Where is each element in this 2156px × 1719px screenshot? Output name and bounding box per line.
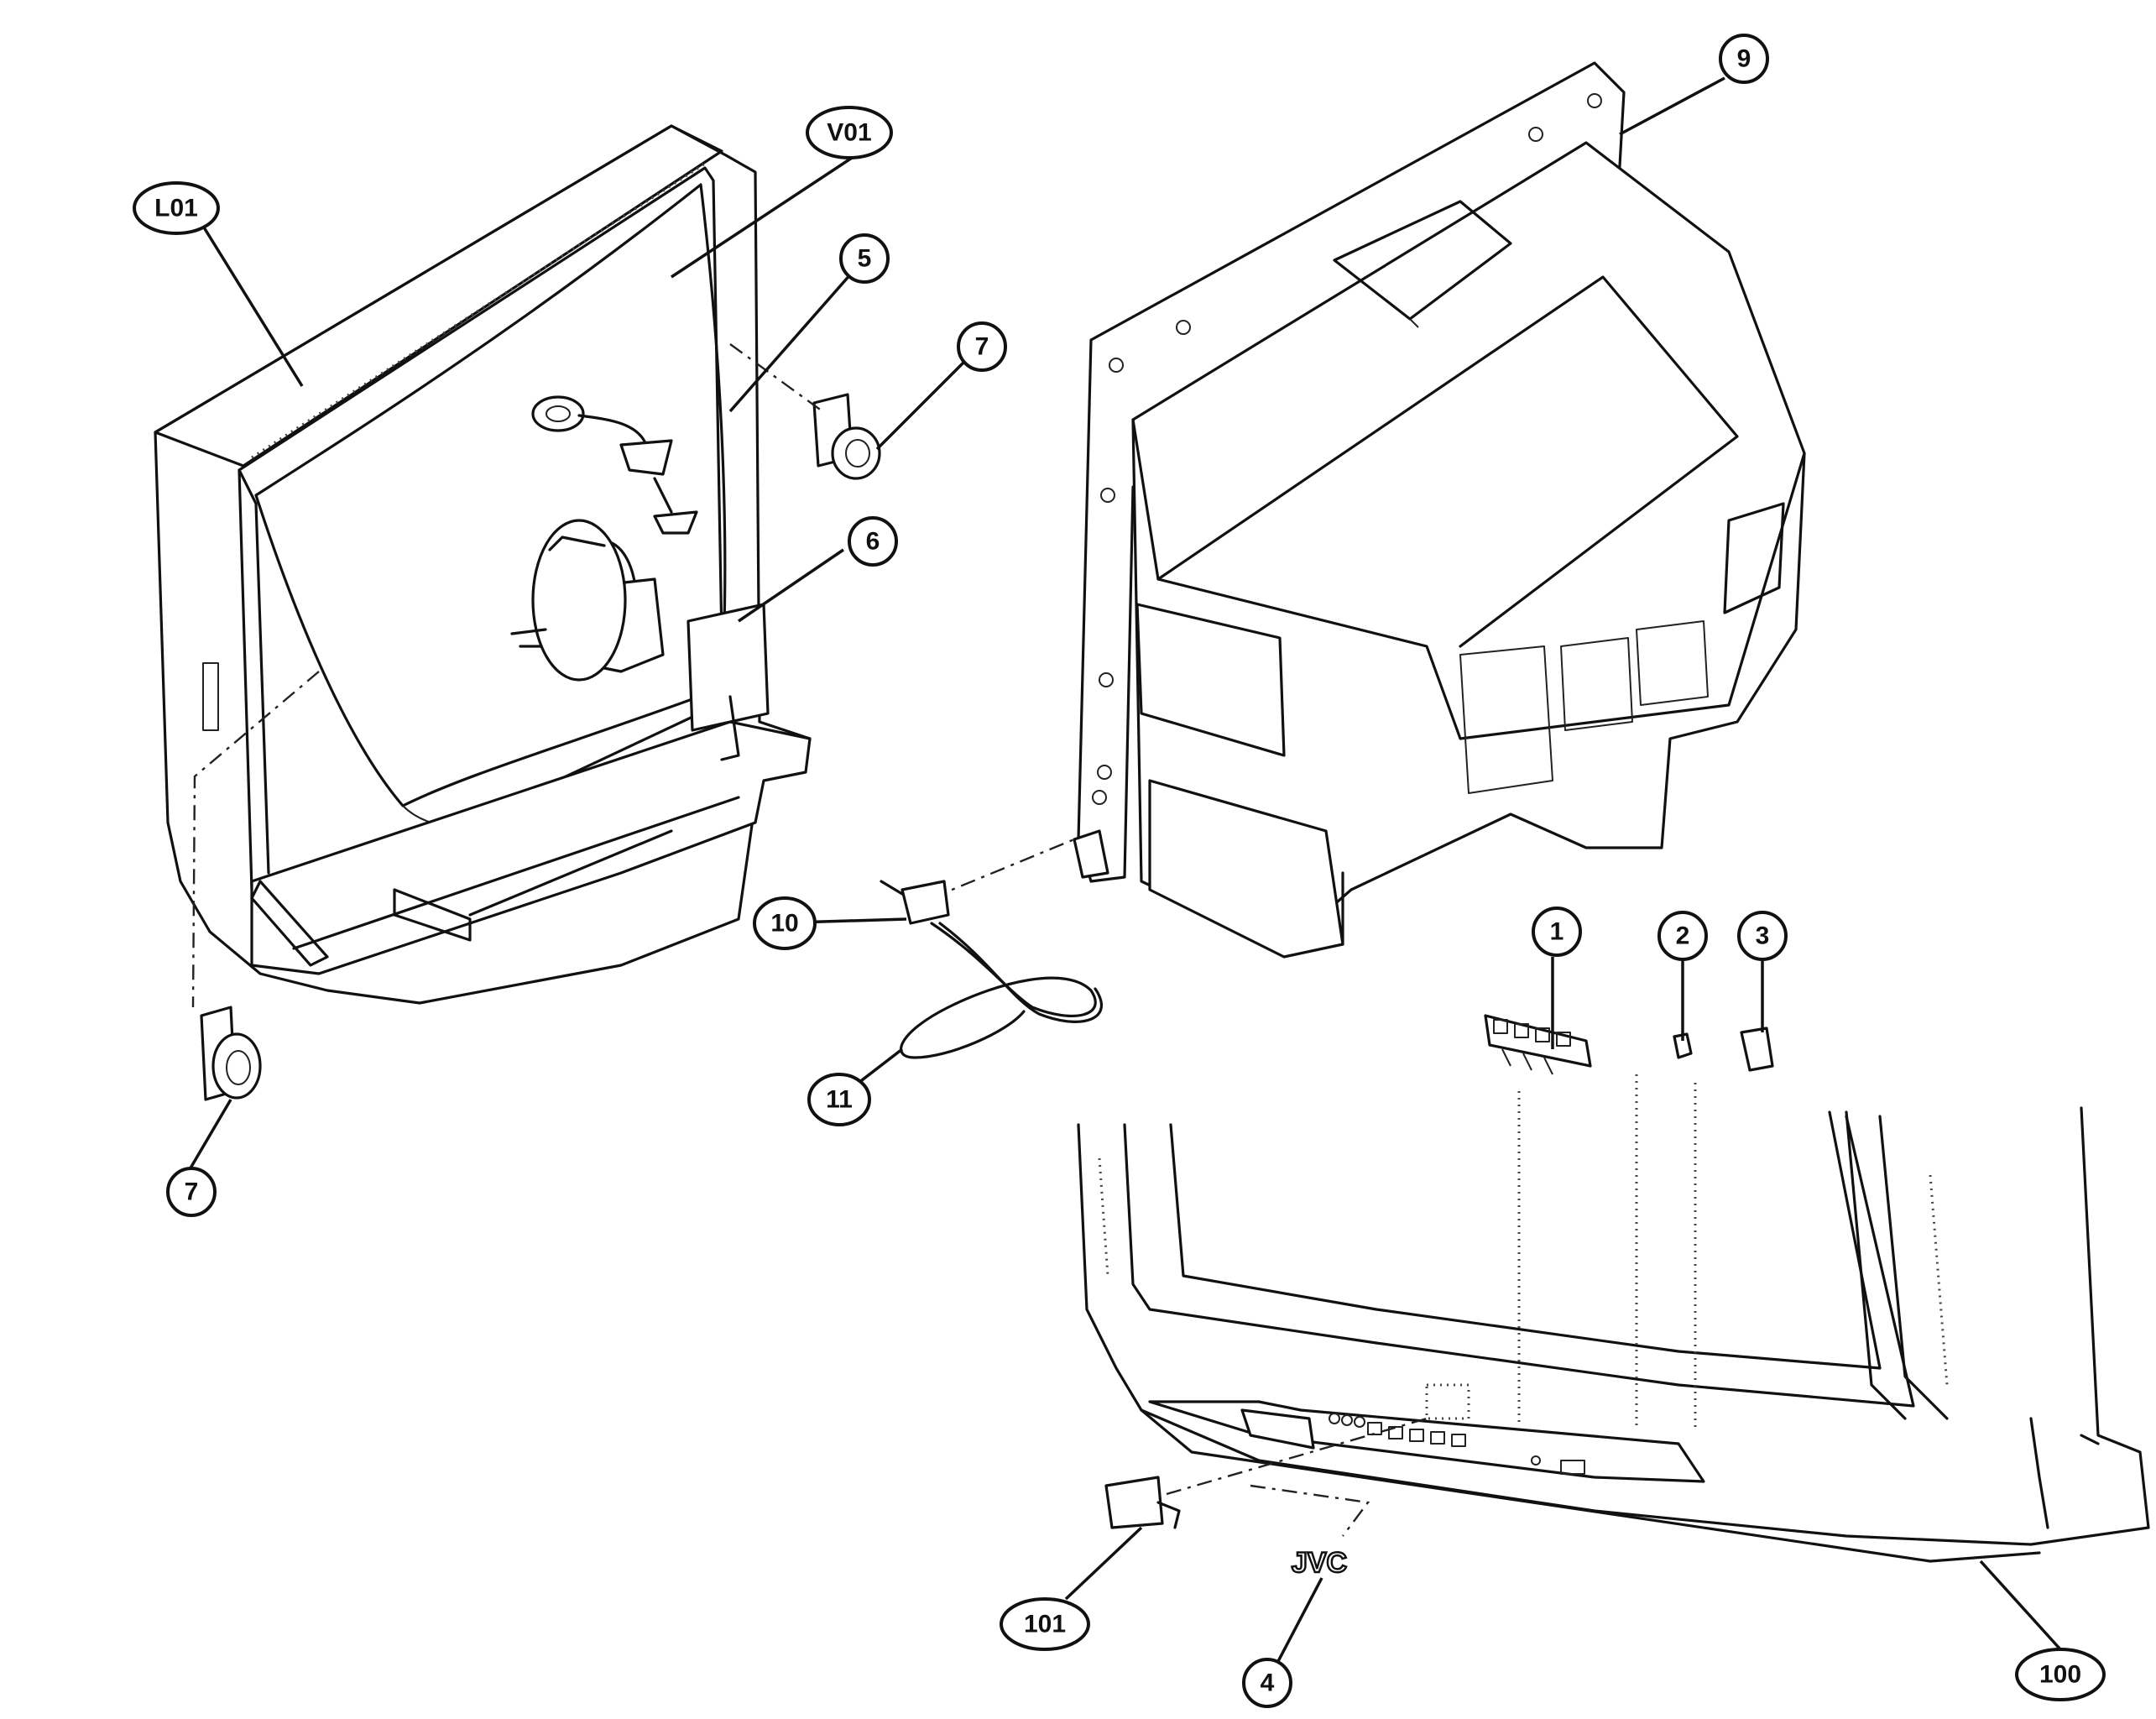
base-rail-2 bbox=[393, 888, 472, 942]
cabinet-base-tray bbox=[250, 720, 812, 975]
callout-V01: V01 bbox=[806, 106, 893, 159]
power-cord-coil bbox=[900, 922, 1097, 1059]
rear-right-panel bbox=[1723, 502, 1785, 614]
part-1-button-set bbox=[1484, 1014, 1592, 1075]
svg-text:100: 100 bbox=[2039, 1661, 2081, 1689]
svg-text:L01: L01 bbox=[154, 195, 198, 222]
rear-cover-foot bbox=[1073, 829, 1109, 879]
neck-pcb-bracket bbox=[686, 603, 770, 732]
rear-left-panel bbox=[1135, 603, 1286, 757]
svg-text:7: 7 bbox=[185, 1178, 199, 1206]
callout-11: 11 bbox=[807, 1073, 871, 1126]
power-led bbox=[1531, 1455, 1541, 1466]
front-control-buttons bbox=[1367, 1422, 1466, 1447]
svg-text:2: 2 bbox=[1676, 922, 1690, 950]
base-rail-1 bbox=[292, 796, 740, 950]
svg-text:9: 9 bbox=[1737, 45, 1751, 73]
speaker-right bbox=[812, 393, 881, 480]
callout-4: 4 bbox=[1242, 1658, 1292, 1708]
part-101-door bbox=[1104, 1476, 1164, 1529]
callout-L01: L01 bbox=[133, 181, 220, 235]
part-3-bracket bbox=[1740, 1027, 1774, 1072]
callout-1: 1 bbox=[1532, 907, 1582, 957]
callout-101: 101 bbox=[1000, 1597, 1090, 1651]
svg-text:101: 101 bbox=[1024, 1611, 1066, 1638]
deflection-yoke-neck bbox=[510, 519, 665, 682]
callout-2: 2 bbox=[1657, 911, 1708, 961]
guide-part4 bbox=[1250, 1484, 1370, 1537]
svg-text:1: 1 bbox=[1550, 918, 1564, 946]
rear-cover-top-ridge bbox=[1131, 418, 1806, 740]
bezel-screen-frame bbox=[1123, 1115, 1915, 1408]
jvc-logo-badge: JVC bbox=[1292, 1547, 1347, 1579]
speaker-left bbox=[200, 1006, 262, 1101]
leader-lines bbox=[187, 76, 2062, 1667]
guide-part101 bbox=[1166, 1417, 1428, 1496]
cabinet-top-texture bbox=[251, 162, 706, 459]
speaker-left-guide-line bbox=[191, 671, 320, 1008]
rear-cover-lower-skirt bbox=[1148, 779, 1344, 959]
callout-5: 5 bbox=[839, 233, 890, 284]
svg-text:3: 3 bbox=[1756, 922, 1770, 950]
svg-text:6: 6 bbox=[866, 528, 880, 556]
terminal-area bbox=[1459, 645, 1553, 794]
guide-button-box bbox=[1425, 1383, 1470, 1420]
callout-7-right: 7 bbox=[957, 321, 1007, 372]
bezel-bottom-edge bbox=[1140, 1408, 2041, 1563]
base-rail-3 bbox=[468, 829, 673, 917]
convergence-magnet-assembly bbox=[531, 395, 698, 535]
ir-window bbox=[1560, 1460, 1585, 1475]
front-cabinet-assembly bbox=[154, 124, 812, 1005]
control-panel-door bbox=[1240, 1408, 1315, 1450]
cabinet-top-bezel bbox=[154, 124, 723, 468]
svg-text:V01: V01 bbox=[827, 119, 871, 147]
callout-7-left: 7 bbox=[166, 1167, 217, 1217]
callout-3: 3 bbox=[1737, 911, 1788, 961]
base-front-slot bbox=[250, 880, 329, 967]
rear-cover-assembly bbox=[1073, 61, 1806, 959]
callout-10: 10 bbox=[753, 896, 817, 950]
svg-text:5: 5 bbox=[858, 245, 872, 273]
cord-plug-connector bbox=[901, 880, 950, 925]
svg-text:4: 4 bbox=[1261, 1669, 1275, 1697]
callout-9: 9 bbox=[1719, 34, 1769, 84]
cabinet-side-vent bbox=[202, 662, 219, 731]
callout-6: 6 bbox=[848, 516, 898, 567]
power-cord-assembly bbox=[880, 838, 1103, 1059]
front-av-jacks bbox=[1329, 1413, 1365, 1428]
front-bezel-closeup bbox=[1077, 1106, 2150, 1563]
rear-cover-vent-hump bbox=[1333, 200, 1512, 321]
svg-text:7: 7 bbox=[975, 333, 989, 361]
svg-text:10: 10 bbox=[770, 910, 798, 938]
rear-cover-top-face bbox=[1156, 275, 1739, 648]
cabinet-inner-edge bbox=[238, 468, 270, 875]
svg-text:11: 11 bbox=[826, 1086, 853, 1114]
callout-100: 100 bbox=[2015, 1648, 2106, 1701]
